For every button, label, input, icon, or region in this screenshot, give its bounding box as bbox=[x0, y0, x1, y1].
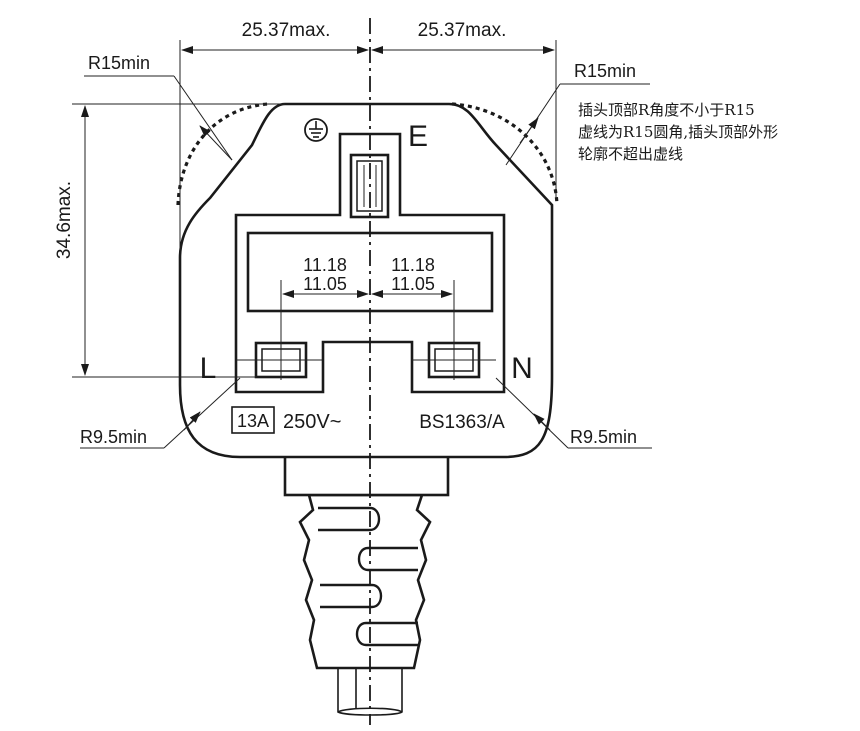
neutral-pin-label: N bbox=[511, 352, 533, 385]
radius-top-left-label: R15min bbox=[88, 53, 150, 73]
pin-spacing-outer-right: 11.18 bbox=[391, 255, 435, 275]
pin-spacing-outer-left: 11.18 bbox=[303, 255, 347, 275]
cable-assembly bbox=[283, 453, 450, 716]
plug-body-outline bbox=[178, 102, 554, 459]
height-label: 34.6max. bbox=[54, 181, 75, 259]
standard-marking: BS1363/A bbox=[419, 412, 505, 433]
earth-ground-icon bbox=[304, 118, 328, 142]
cable-collar bbox=[283, 453, 450, 497]
width-right-label: 25.37max. bbox=[418, 20, 507, 41]
radius-top-right-label: R15min bbox=[574, 61, 636, 81]
earth-pin-label: E bbox=[408, 120, 428, 153]
radius-bottom-right-label: R9.5min bbox=[570, 427, 637, 447]
radius-bottom-left-label: R9.5min bbox=[80, 427, 147, 447]
width-dimension bbox=[179, 40, 557, 250]
pin-spacing-dimensions bbox=[236, 280, 496, 380]
cable-sleeve bbox=[298, 493, 432, 670]
width-left-label: 25.37max. bbox=[242, 20, 331, 41]
voltage-rating: 250V~ bbox=[283, 411, 341, 433]
height-dimension bbox=[72, 103, 285, 378]
face-recess bbox=[234, 132, 506, 394]
strain-relief-ribs bbox=[318, 506, 418, 647]
current-rating: 13A bbox=[237, 411, 269, 431]
note-line-3: 轮廓不超出虚线 bbox=[578, 145, 683, 163]
pin-spacing-inner-left: 11.05 bbox=[303, 274, 347, 294]
note-line-2: 虚线为R15圆角,插头顶部外形 bbox=[578, 123, 778, 141]
pin-spacing-inner-right: 11.05 bbox=[391, 274, 435, 294]
radius-leaders bbox=[80, 75, 652, 449]
live-pin-label: L bbox=[200, 352, 217, 385]
note-line-1: 插头顶部R角度不小于R15 bbox=[578, 101, 755, 119]
current-rating-box bbox=[231, 406, 275, 434]
